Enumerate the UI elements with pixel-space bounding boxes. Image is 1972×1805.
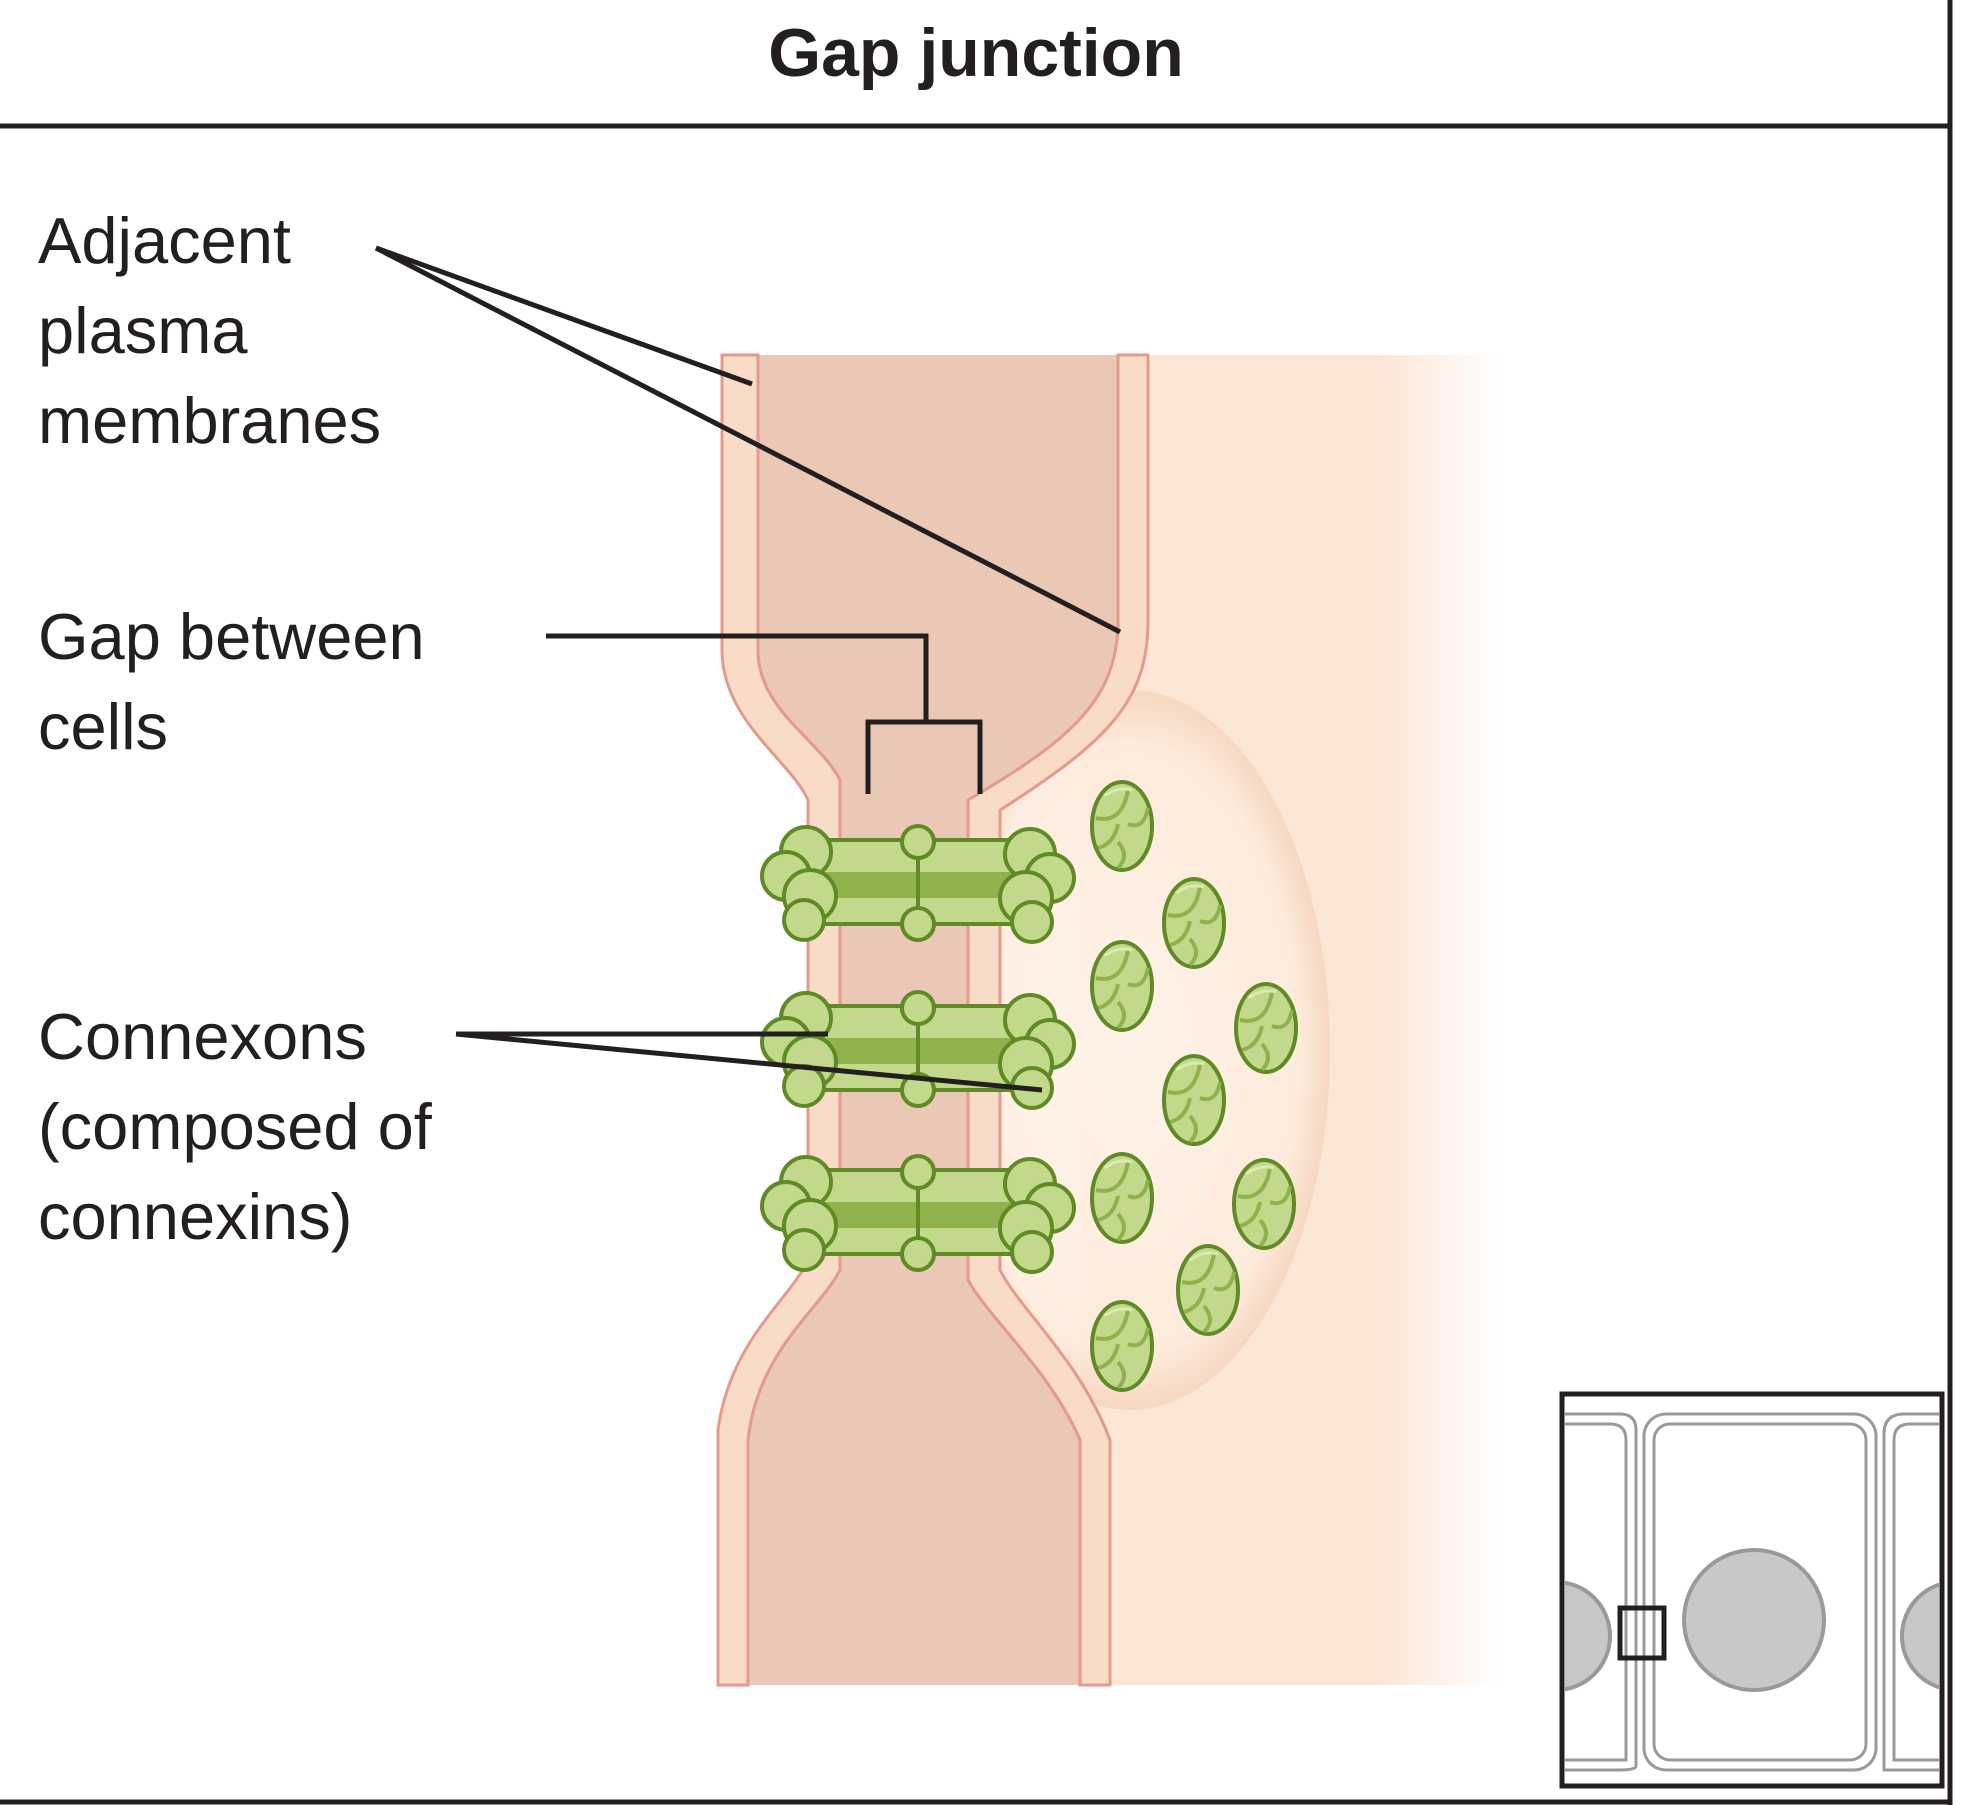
connexon-channel <box>762 1156 1074 1272</box>
connexon-pore <box>1162 877 1226 969</box>
connexon-pore <box>1176 1244 1240 1336</box>
figure-title: Gap junction <box>768 15 1184 91</box>
connexon-pore <box>1090 1152 1154 1244</box>
label-adjacent-plasma-membranes: Adjacent plasma membranes <box>38 204 382 457</box>
inset-highlight-box <box>1617 1605 1667 1661</box>
connexon-pore <box>1162 1054 1226 1146</box>
connexon-pore <box>1090 780 1154 872</box>
location-inset <box>1559 1391 1945 1789</box>
label-connexons: Connexons (composed of connexins) <box>38 1000 432 1253</box>
connexon-pore <box>1090 1300 1154 1392</box>
leader-lines <box>374 245 1122 1093</box>
label-gap-between-cells: Gap between cells <box>38 600 425 763</box>
connexon-pore <box>1234 982 1298 1074</box>
connexon-pore <box>1090 940 1154 1032</box>
connexon-pore <box>1232 1158 1296 1250</box>
connexon-channel <box>762 826 1074 942</box>
